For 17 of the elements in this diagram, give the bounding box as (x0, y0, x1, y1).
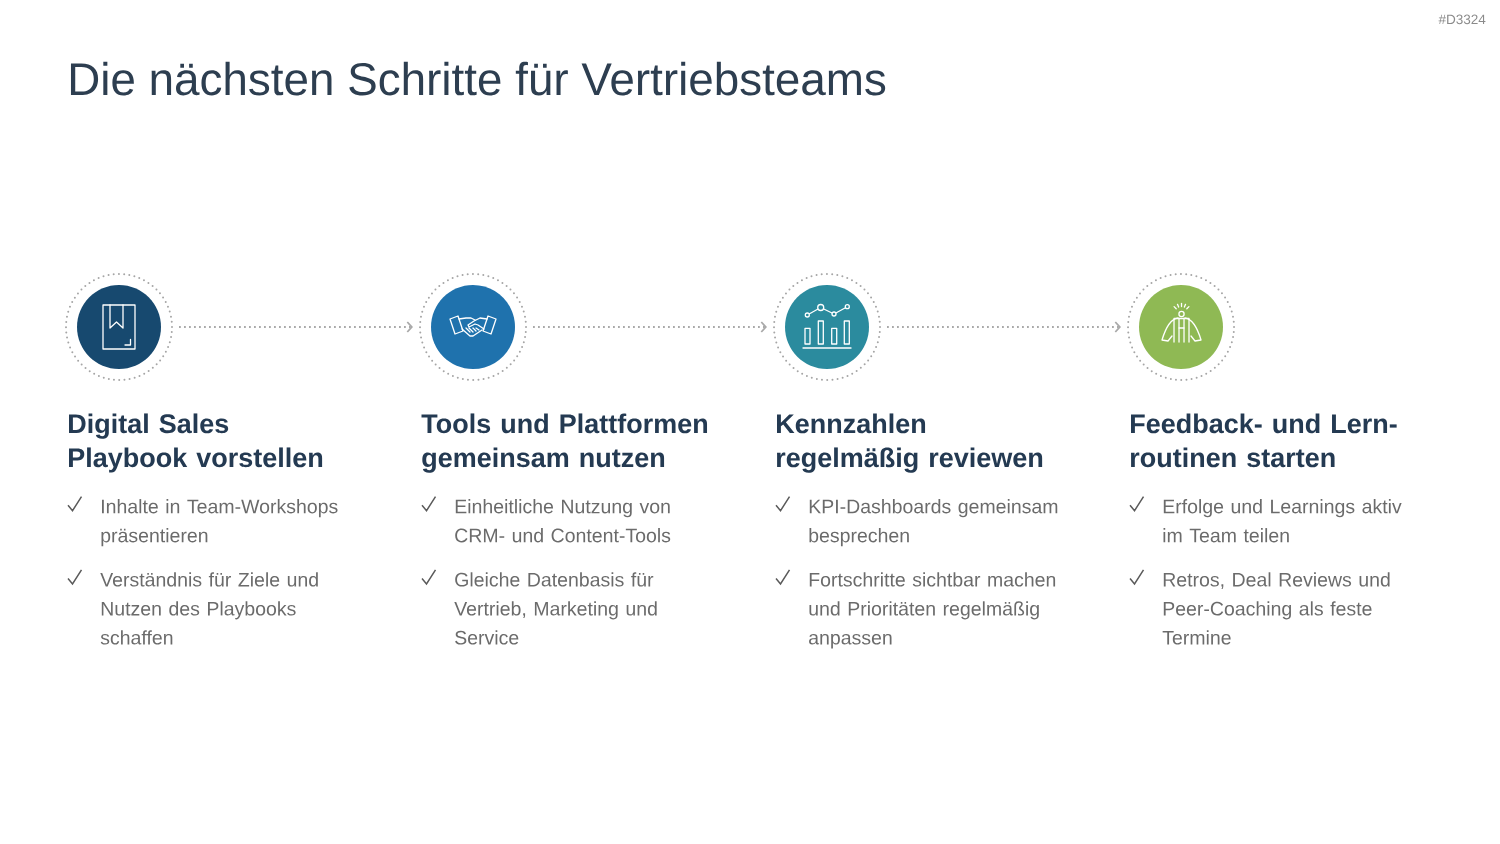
dotted-arrow (178, 321, 413, 333)
step-heading: Feedback- und Lern-routinen starten (1131, 413, 1397, 468)
bullet-text: Fortschritte sichtbar machen und Prioritäten regelmäßig anpassen (809, 572, 1056, 649)
bullet-text: Erfolge und Learnings aktiv im Team teilen (1163, 499, 1402, 543)
dotted-arrow (532, 321, 767, 333)
bullet-text: Retros, Deal Reviews und Peer-Coaching als feste Termine (1162, 572, 1390, 645)
bullet-text: Verständnis für Ziele und Nutzen des Playbooks schaffen (100, 572, 318, 645)
step-heading: Kennzahlen regelmäßig reviewen (777, 413, 1043, 473)
dotted-arrow (886, 321, 1121, 333)
bullet-text: Inhalte in Team-Workshops präsentieren (101, 499, 338, 547)
bullet-text: KPI-Dashboards gemeinsam besprechen (809, 499, 1058, 547)
step-heading: Tools und Plattformen gemeinsam nutzen (421, 413, 707, 473)
bullet-text: Gleiche Datenbasis für Vertrieb, Marketing und Service (454, 572, 657, 645)
step-heading: Digital Sales Playbook vorstellen (69, 413, 323, 473)
title: Die nächsten Schritte für Vertriebsteams (70, 61, 886, 96)
id-label: #D3324 (1438, 14, 1486, 25)
bullet-text: Einheitliche Nutzung von CRM- und Content-Tools (455, 499, 671, 543)
